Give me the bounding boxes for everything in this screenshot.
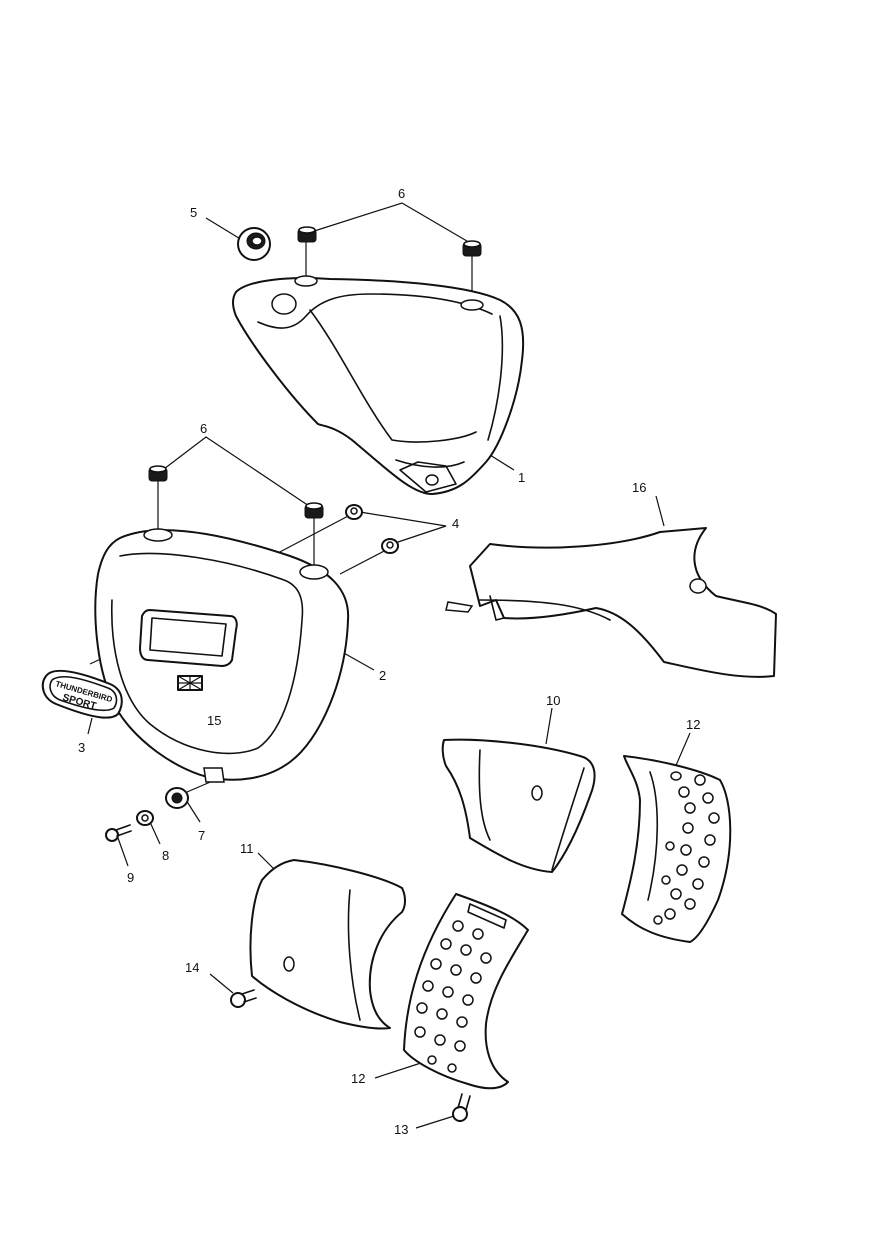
callout-3: 3 xyxy=(78,740,85,755)
nuts-4 xyxy=(345,504,399,554)
grommets-6-lower xyxy=(148,465,324,519)
callout-16: 16 xyxy=(632,480,646,495)
grommets-6-upper xyxy=(297,226,482,257)
callout-8: 8 xyxy=(162,848,169,863)
perforation-holes-right xyxy=(653,771,720,925)
union-jack-icon xyxy=(177,675,203,691)
callout-15: 15 xyxy=(207,713,221,728)
heat-guard-12-lower xyxy=(403,893,529,1090)
callout-7: 7 xyxy=(198,828,205,843)
callout-5: 5 xyxy=(190,205,197,220)
heat-guard-10 xyxy=(441,738,596,873)
callout-12-lower: 12 xyxy=(351,1071,365,1086)
screw-14 xyxy=(230,989,257,1008)
grommet-5 xyxy=(237,227,271,261)
callout-labels: 1 2 3 4 5 6 6 7 8 9 10 11 12 12 13 14 15… xyxy=(78,186,700,1137)
callout-1: 1 xyxy=(518,470,525,485)
perforation-holes-lower xyxy=(414,920,492,1073)
callout-11: 11 xyxy=(240,841,254,856)
callout-14: 14 xyxy=(185,960,199,975)
side-cover-upper xyxy=(232,275,525,495)
callout-4: 4 xyxy=(452,516,459,531)
heat-guard-12-right xyxy=(621,755,732,943)
callout-12-right: 12 xyxy=(686,717,700,732)
callout-6-lower: 6 xyxy=(200,421,207,436)
heat-shield xyxy=(445,527,777,678)
callout-2: 2 xyxy=(379,668,386,683)
side-cover-lower xyxy=(94,528,350,783)
callout-6-upper: 6 xyxy=(398,186,405,201)
callout-10: 10 xyxy=(546,693,560,708)
callout-9: 9 xyxy=(127,870,134,885)
screw-13 xyxy=(452,1093,471,1122)
heat-guard-11 xyxy=(249,859,406,1030)
fasteners-7-8-9 xyxy=(105,787,189,842)
thunderbird-sport-badge: THUNDERBIRD SPORT xyxy=(41,669,123,719)
callout-13: 13 xyxy=(394,1122,408,1137)
